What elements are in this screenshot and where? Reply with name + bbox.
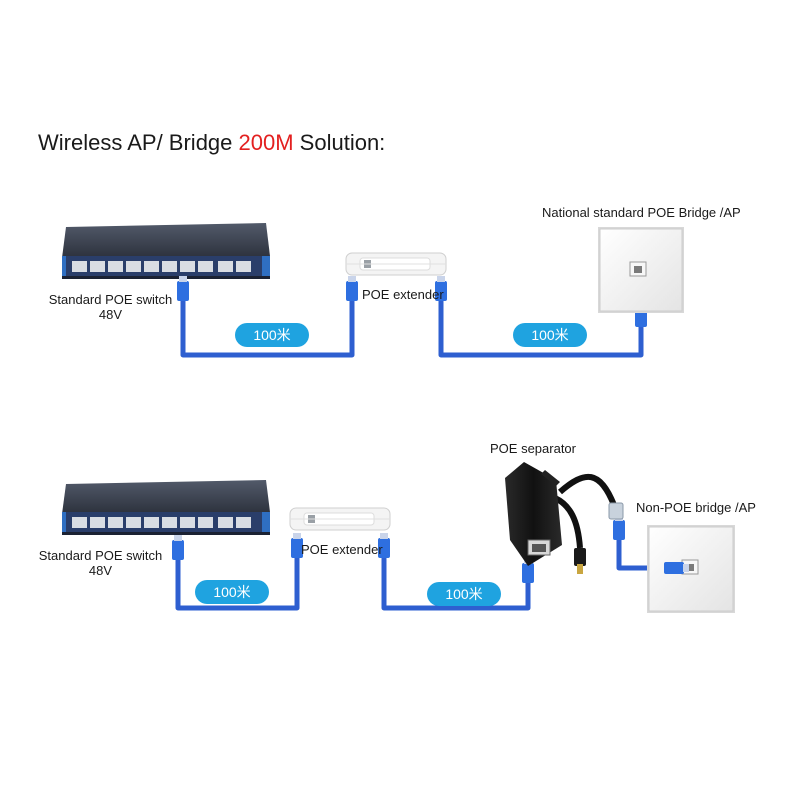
distance-badge: 100米 [513,323,587,347]
cable-extender-to-ap-1 [438,300,644,358]
device-label: National standard POE Bridge /AP [542,205,741,220]
rj45-plug-icon [378,533,390,558]
distance-badge: 100米 [235,323,309,347]
extender-label: POE extender [301,542,383,557]
rj45-plug-icon [172,535,184,560]
rj45-plug-icon [291,533,303,558]
page-title: Wireless AP/ Bridge 200M Solution: [38,130,386,155]
rj45-plug-icon [346,276,358,301]
extender-label: POE extender [362,287,444,302]
poe-switch-icon [62,223,270,279]
cable-switch-to-extender-1 [180,300,355,358]
poe-extender-icon [345,252,447,276]
separator-label: POE separator [490,441,576,456]
device-label: Non-POE bridge /AP [636,500,756,515]
wall-plate-icon [647,525,735,613]
rj45-plug-icon [664,562,689,574]
rj45-plug-icon [177,276,189,301]
poe-extender-icon [289,507,391,531]
poe-separator-icon [505,462,624,574]
rj45-plug-icon [435,276,447,301]
title-accent: 200M [238,130,294,155]
cable-switch-to-extender-2 [175,556,300,611]
cable-extender-to-separator [381,556,531,611]
poe-switch-icon [62,480,270,535]
distance-badge: 100米 [427,582,501,606]
distance-badge: 100米 [195,580,269,604]
wall-plate-icon [598,227,684,313]
